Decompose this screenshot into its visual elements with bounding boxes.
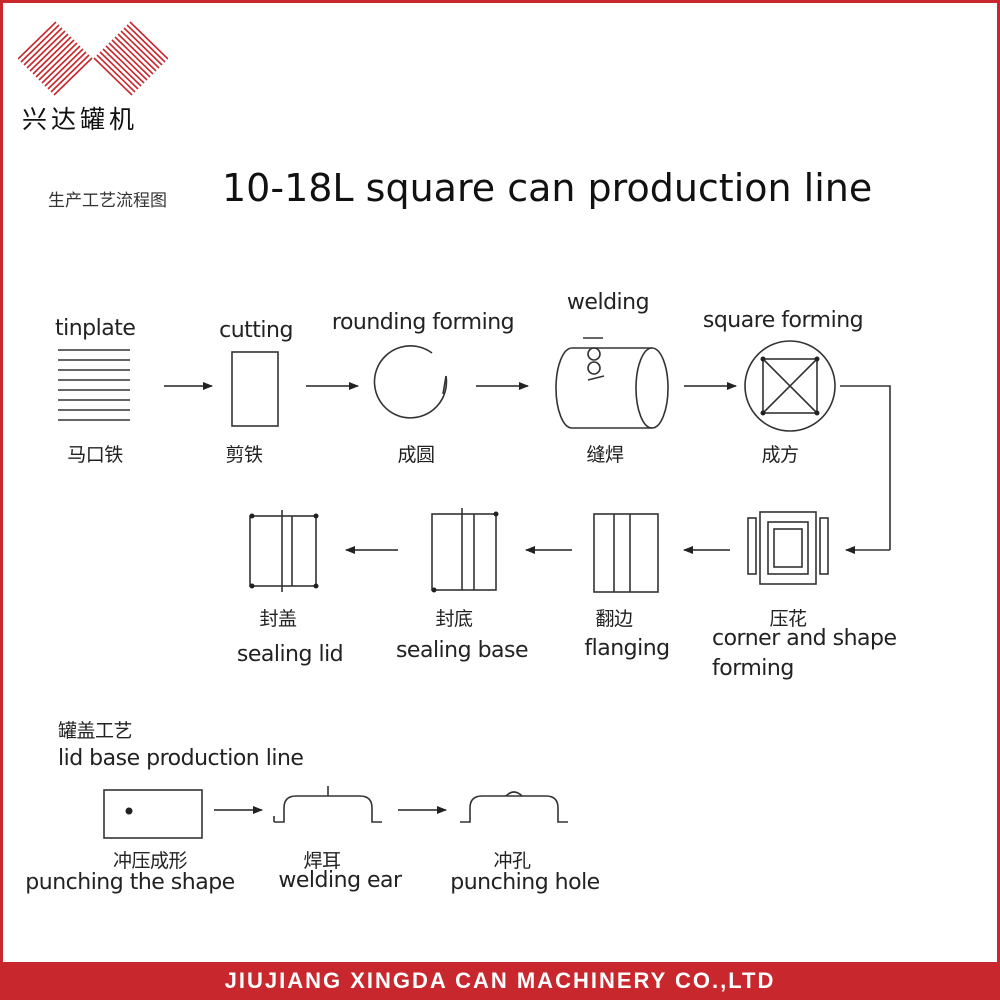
label-sealing-base-cn: 封底 [435,608,473,630]
welded-lid-profile-icon [273,795,382,823]
label-cutting-cn: 剪铁 [225,444,263,466]
label-sealing-lid-cn: 封盖 [259,608,297,630]
hole-mark [505,791,523,797]
label-welding-ear-en: welding ear [278,868,402,893]
label-flanging-en: flanging [584,636,670,661]
label-rounding-en: rounding forming [331,310,515,335]
punch-dot [125,807,133,815]
label-cutting-en: cutting [219,318,293,343]
title-chinese: 生产工艺流程图 [48,191,167,211]
label-punching-shape-cn: 冲压成形 [112,850,188,872]
label-corner-en-1: corner and shape [712,626,897,651]
corner-forming-icon [747,511,829,585]
connector-line [840,385,891,550]
tinplate-stack-icon [58,349,130,421]
company-name: JIUJIANG XINGDA CAN MACHINERY CO.,LTD [224,968,776,993]
label-punching-hole-en: punching hole [450,870,600,895]
flanging-can-icon [593,513,659,593]
label-welding-cn: 缝焊 [586,444,624,466]
label-square-cn: 成方 [761,444,799,466]
brand-name: 兴达罐机 [22,105,139,134]
label-square-en: square forming [702,308,864,333]
punched-lid-profile-icon [460,795,568,823]
label-rounding-cn: 成圆 [397,444,435,466]
cut-sheet-icon [231,351,279,427]
label-sealing-base-en: sealing base [395,638,529,663]
sealing-base-can-icon [431,508,497,591]
label-welding-en: welding [566,290,650,315]
lid-line-title-en: lid base production line [58,746,304,771]
footer-bar: JIUJIANG XINGDA CAN MACHINERY CO.,LTD [0,962,1000,1000]
label-punching-hole-cn: 冲孔 [493,850,531,872]
label-punching-shape-en: punching the shape [25,870,235,895]
label-flanging-cn: 翻边 [595,608,633,630]
sealing-lid-can-icon [249,510,317,592]
page-title: 10-18L square can production line [222,166,873,210]
label-sealing-lid-en: sealing lid [236,642,344,667]
rounding-circle-icon [373,345,448,419]
label-corner-cn: 压花 [769,608,807,630]
punched-blank-icon [103,789,203,839]
label-tinplate-en: tinplate [55,316,136,341]
label-tinplate-cn: 马口铁 [67,444,123,466]
square-forming-icon [744,340,836,432]
brand-logo-icon [18,21,168,96]
label-corner-en-2: forming [712,656,794,681]
label-welding-ear-cn: 焊耳 [303,850,341,872]
lid-line-title-cn: 罐盖工艺 [58,720,133,742]
welded-cylinder-icon [555,337,669,429]
